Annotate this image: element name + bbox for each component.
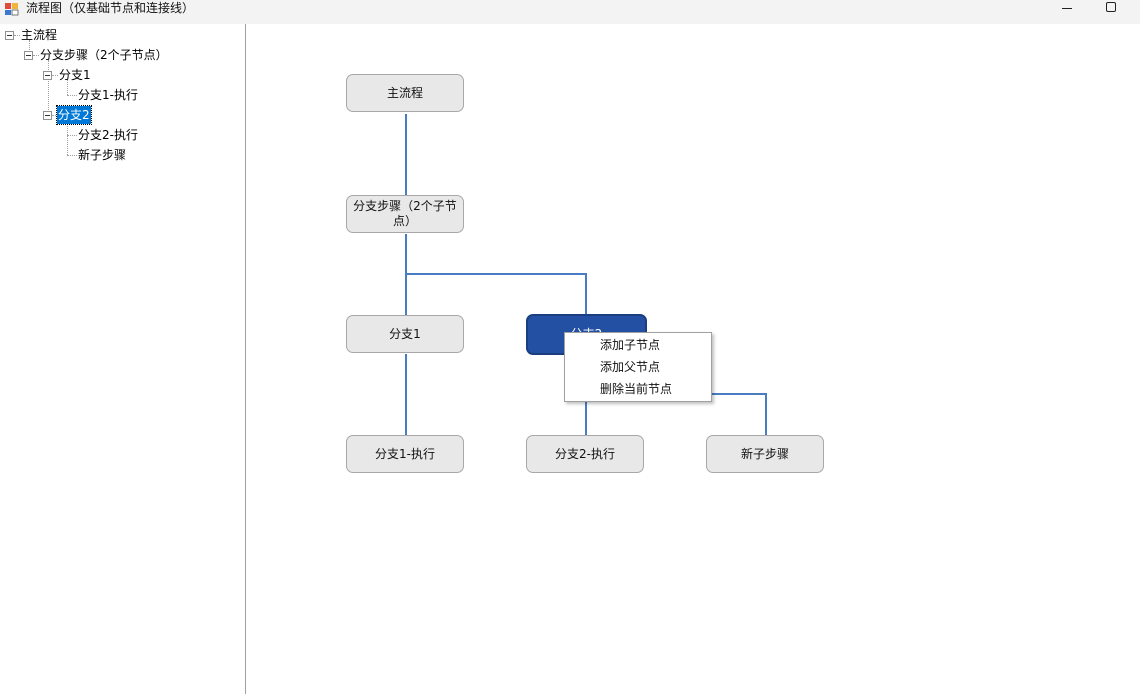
- tree-node-label: 分支步骤（2个子节点）: [40, 48, 168, 62]
- maximize-button[interactable]: [1088, 0, 1134, 16]
- tree-node-branch2[interactable]: 分支2: [56, 105, 92, 125]
- tree-line: [67, 95, 77, 96]
- tree-line: [67, 135, 77, 136]
- tree-node-label: 分支1: [59, 68, 91, 82]
- title-bar: 流程图（仅基础节点和连接线）: [0, 0, 1140, 24]
- menu-item-add-child[interactable]: 添加子节点: [600, 338, 661, 352]
- tree-node-new-sub[interactable]: 新子步骤: [77, 146, 127, 164]
- tree-line: [52, 115, 58, 116]
- context-menu: 添加子节点 添加父节点 删除当前节点: [564, 332, 712, 402]
- tree-line: [67, 155, 77, 156]
- collapse-icon[interactable]: [43, 111, 52, 120]
- flow-node-main[interactable]: 主流程: [346, 74, 464, 112]
- tree-node-branch-step[interactable]: 分支步骤（2个子节点）: [39, 46, 169, 64]
- tree-node-label: 新子步骤: [78, 148, 127, 162]
- tree-node-branch2-exec[interactable]: 分支2-执行: [77, 126, 139, 144]
- app-icon: [5, 3, 19, 16]
- tree-line: [29, 40, 30, 60]
- tree-line: [67, 120, 68, 155]
- flow-node-branch2-exec[interactable]: 分支2-执行: [526, 435, 644, 473]
- tree-node-branch1-exec[interactable]: 分支1-执行: [77, 86, 139, 104]
- flow-node-branch1-exec[interactable]: 分支1-执行: [346, 435, 464, 473]
- tree-line: [14, 35, 20, 36]
- connector-branch-step-to-branch2: [406, 273, 587, 315]
- menu-item-add-parent[interactable]: 添加父节点: [600, 360, 661, 374]
- collapse-icon[interactable]: [43, 71, 52, 80]
- tree-node-label: 主流程: [21, 28, 58, 42]
- tree-node-branch1[interactable]: 分支1: [58, 66, 92, 84]
- menu-item-delete-node[interactable]: 删除当前节点: [600, 382, 673, 396]
- tree-node-label: 分支2: [56, 105, 92, 125]
- tree-view[interactable]: 主流程 分支步骤（2个子节点） 分支1 分支1-执行 分支2 分支2-执行 新子…: [0, 24, 246, 694]
- collapse-icon[interactable]: [24, 51, 33, 60]
- flow-node-branch1[interactable]: 分支1: [346, 315, 464, 353]
- tree-line: [67, 80, 68, 95]
- tree-line: [52, 75, 58, 76]
- tree-line: [33, 55, 39, 56]
- tree-node-label: 分支2-执行: [78, 128, 138, 142]
- window-title: 流程图（仅基础节点和连接线）: [26, 1, 195, 15]
- collapse-icon[interactable]: [5, 31, 14, 40]
- tree-node-label: 分支1-执行: [78, 88, 138, 102]
- flow-node-new-sub[interactable]: 新子步骤: [706, 435, 824, 473]
- minimize-button[interactable]: [1044, 0, 1090, 16]
- flow-node-branch-step[interactable]: 分支步骤（2个子节点）: [346, 195, 464, 233]
- tree-node-main[interactable]: 主流程: [20, 26, 58, 44]
- tree-line: [48, 60, 49, 120]
